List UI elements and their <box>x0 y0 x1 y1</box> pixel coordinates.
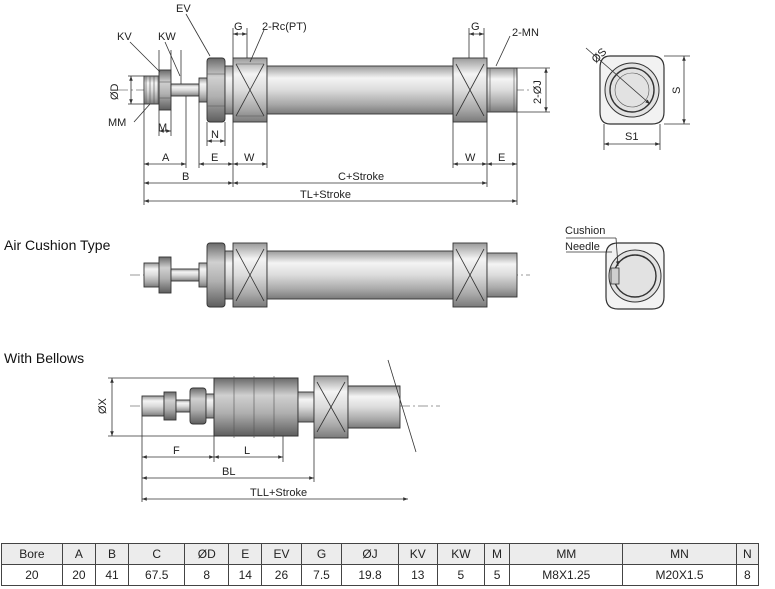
table-cell: 8 <box>735 564 760 586</box>
label-kv: KV <box>117 31 132 43</box>
label-mm: MM <box>108 117 126 129</box>
end-view: ØS S S1 <box>585 46 690 150</box>
label-cushion: Cushion <box>565 225 605 237</box>
table-cell: 5 <box>436 564 485 586</box>
label-rc: 2-Rc(PT) <box>262 21 307 33</box>
col-header: KV <box>397 543 438 565</box>
air-cushion-view: Air Cushion Type Cushion Needle <box>4 225 665 310</box>
col-header: Bore <box>1 543 63 565</box>
table-cell: 26 <box>261 564 302 586</box>
table-cell: 8 <box>184 564 230 586</box>
label-e-left: E <box>211 152 218 164</box>
table-cell: 14 <box>228 564 263 586</box>
dimension-table: Bore A B C ØD E EV G ØJ KV KW M MM MN N … <box>1 543 760 586</box>
table-cell: 41 <box>94 564 130 586</box>
col-header: MN <box>622 543 737 565</box>
air-cushion-title: Air Cushion Type <box>4 237 111 253</box>
rod-end-nut <box>158 69 172 111</box>
label-w-left: W <box>244 152 255 164</box>
bellows-view: With Bellows ØX F L BL <box>4 350 440 502</box>
table-header-row: Bore A B C ØD E EV G ØJ KV KW M MM MN N <box>1 543 760 565</box>
label-oj: 2-ØJ <box>532 80 544 104</box>
label-a: A <box>162 152 170 164</box>
col-header: KW <box>436 543 485 565</box>
rear-thread <box>486 67 518 113</box>
bellows-title: With Bellows <box>4 350 84 366</box>
rod-thread-end <box>143 75 161 105</box>
label-g-right: G <box>471 21 480 33</box>
col-header: M <box>483 543 511 565</box>
label-tll-stroke: TLL+Stroke <box>250 487 307 499</box>
label-mn: 2-MN <box>512 27 539 39</box>
label-s1: S1 <box>625 131 638 143</box>
col-header: EV <box>261 543 302 565</box>
label-w-right: W <box>465 152 476 164</box>
label-od: ØD <box>109 83 121 100</box>
label-g-left: G <box>234 21 243 33</box>
label-l: L <box>244 445 250 457</box>
table-cell: 7.5 <box>300 564 343 586</box>
col-header: MM <box>509 543 624 565</box>
table-row: 20 20 41 67.5 8 14 26 7.5 19.8 13 5 5 M8… <box>1 564 760 586</box>
table-cell: M8X1.25 <box>509 564 624 586</box>
table-cell: M20X1.5 <box>622 564 737 586</box>
label-s: S <box>671 87 683 94</box>
col-header: G <box>300 543 343 565</box>
label-e-right: E <box>498 152 505 164</box>
label-f: F <box>173 445 180 457</box>
piston-rod <box>170 83 200 97</box>
table-cell: 20 <box>61 564 96 586</box>
label-c-stroke: C+Stroke <box>338 171 384 183</box>
table-cell: 20 <box>1 564 63 586</box>
col-header: E <box>228 543 263 565</box>
label-kw: KW <box>158 31 176 43</box>
mounting-nut <box>206 57 226 123</box>
col-header: A <box>61 543 96 565</box>
label-ev: EV <box>176 3 191 15</box>
label-bl: BL <box>222 466 235 478</box>
col-header: B <box>94 543 130 565</box>
col-header: N <box>735 543 760 565</box>
label-n: N <box>211 129 219 141</box>
label-b: B <box>182 171 189 183</box>
label-tl-stroke: TL+Stroke <box>300 189 351 201</box>
technical-drawing: EV KV KW G 2-Rc(PT) G 2-MN ØD MM M N 2-Ø… <box>4 3 690 502</box>
col-header: ØJ <box>341 543 399 565</box>
table-cell: 19.8 <box>341 564 399 586</box>
col-header: C <box>128 543 186 565</box>
label-needle: Needle <box>565 241 600 253</box>
label-ox: ØX <box>97 397 109 414</box>
cylinder-barrel <box>266 65 454 115</box>
label-m: M <box>158 122 167 134</box>
table-cell: 13 <box>397 564 438 586</box>
table-cell: 67.5 <box>128 564 186 586</box>
table-cell: 5 <box>483 564 511 586</box>
main-view: EV KV KW G 2-Rc(PT) G 2-MN ØD MM M N 2-Ø… <box>108 3 550 205</box>
col-header: ØD <box>184 543 230 565</box>
